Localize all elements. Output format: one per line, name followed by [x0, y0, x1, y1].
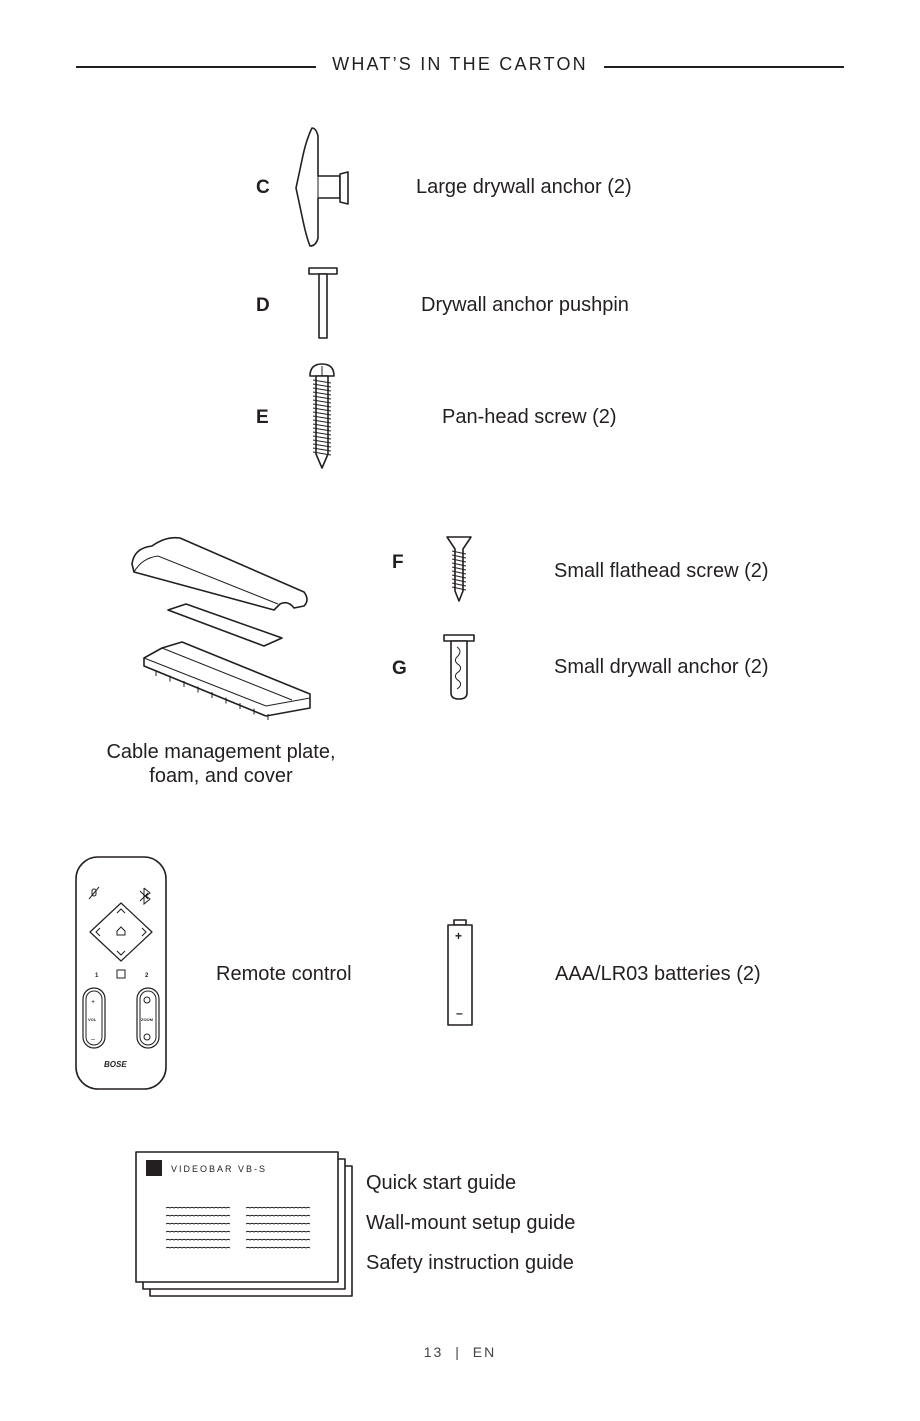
battery-icon: + –: [447, 919, 473, 1026]
screw-thread: [451, 554, 467, 559]
item-label-g: Small drywall anchor (2): [554, 656, 769, 678]
svg-text:+: +: [91, 999, 95, 1006]
remote-label: Remote control: [216, 963, 352, 985]
guide-booklet-icon: VIDEOBAR VB-S: [135, 1151, 353, 1297]
guide-item-wall-mount: Wall-mount setup guide: [366, 1212, 576, 1234]
screw-thread: [451, 558, 467, 563]
footer-separator: |: [455, 1344, 461, 1360]
cover-text-line: [245, 1238, 311, 1241]
guide-item-safety: Safety instruction guide: [366, 1252, 574, 1274]
large-drywall-anchor-icon: [295, 127, 349, 247]
screw-thread: [312, 383, 332, 388]
screw-thread: [312, 451, 332, 456]
cover-text-line: [165, 1238, 231, 1241]
flathead-screw-icon: [446, 536, 472, 602]
remote-btn-1: 1: [95, 973, 99, 979]
screw-thread: [312, 391, 332, 396]
cover-text-line: [165, 1246, 231, 1249]
remote-btn-2: 2: [145, 973, 149, 979]
bluetooth-icon: [139, 887, 151, 906]
cover-text-line: [245, 1246, 311, 1249]
screw-thread: [312, 439, 332, 444]
cable-label-line2: foam, and cover: [149, 765, 293, 787]
screw-thread: [312, 395, 332, 400]
svg-text:+: +: [455, 929, 462, 943]
cover-text-line: [245, 1214, 311, 1217]
item-label-c: Large drywall anchor (2): [416, 176, 632, 198]
cable-label-line1: Cable management plate,: [106, 741, 336, 763]
svg-text:VOL: VOL: [88, 1017, 97, 1022]
screw-thread: [312, 423, 332, 428]
page-footer: 13 | EN: [0, 1344, 920, 1360]
guide-item-quick-start: Quick start guide: [366, 1172, 517, 1194]
svg-text:–: –: [456, 1006, 463, 1020]
home-icon: [116, 926, 126, 936]
screw-thread: [312, 419, 332, 424]
cable-management-label: Cable management plate, foam, and cover: [76, 740, 366, 788]
screw-thread: [451, 578, 467, 583]
screw-thread: [312, 399, 332, 404]
item-label-d: Drywall anchor pushpin: [421, 294, 629, 316]
item-letter-f: F: [392, 552, 404, 573]
cover-title: VIDEOBAR VB-S: [171, 1164, 267, 1174]
screw-thread: [451, 566, 467, 571]
screw-thread: [312, 427, 332, 432]
header-rule-left: [76, 66, 316, 68]
screw-thread: [312, 431, 332, 436]
svg-text:–: –: [91, 1036, 95, 1043]
mic-off-icon: [88, 886, 100, 900]
section-title: WHAT’S IN THE CARTON: [0, 54, 920, 75]
screw-thread: [451, 582, 467, 587]
cover-text-line: [165, 1206, 231, 1209]
screw-thread: [312, 435, 332, 440]
screw-thread: [451, 570, 467, 575]
cover-square: [146, 1160, 162, 1176]
bose-logo: BOSE: [104, 1060, 127, 1069]
screw-thread: [451, 574, 467, 579]
screw-thread: [312, 379, 332, 384]
screw-thread: [451, 562, 467, 567]
screw-thread: [312, 443, 332, 448]
small-drywall-anchor-icon: [443, 634, 475, 700]
cover-text-line: [245, 1206, 311, 1209]
battery-label: AAA/LR03 batteries (2): [555, 963, 761, 985]
remote-control-icon: 1 2 + VOL – ZOOM BOSE: [75, 856, 167, 1090]
screw-thread: [312, 407, 332, 412]
pushpin-icon: [308, 267, 338, 339]
screw-thread: [312, 415, 332, 420]
svg-text:ZOOM: ZOOM: [141, 1017, 154, 1022]
item-letter-g: G: [392, 658, 407, 679]
cover-text-line: [245, 1222, 311, 1225]
item-letter-d: D: [256, 295, 270, 316]
pan-head-screw-icon: [309, 363, 335, 469]
screw-thread: [451, 550, 467, 555]
item-label-f: Small flathead screw (2): [554, 560, 769, 582]
cable-management-icon: [131, 536, 311, 720]
item-letter-e: E: [256, 407, 269, 428]
cover-text-line: [245, 1230, 311, 1233]
cover-text-line: [165, 1214, 231, 1217]
camera-frame-icon: [116, 969, 126, 979]
screw-thread: [312, 403, 332, 408]
language-code: EN: [472, 1344, 497, 1360]
screw-thread: [312, 387, 332, 392]
page-number: 13: [423, 1344, 444, 1360]
cover-text-line: [165, 1222, 231, 1225]
screw-thread: [312, 447, 332, 452]
dpad: [89, 902, 153, 962]
header-rule-right: [604, 66, 844, 68]
screw-thread: [312, 411, 332, 416]
item-letter-c: C: [256, 177, 270, 198]
cover-text-line: [165, 1230, 231, 1233]
screw-thread: [451, 586, 467, 591]
item-label-e: Pan-head screw (2): [442, 406, 617, 428]
